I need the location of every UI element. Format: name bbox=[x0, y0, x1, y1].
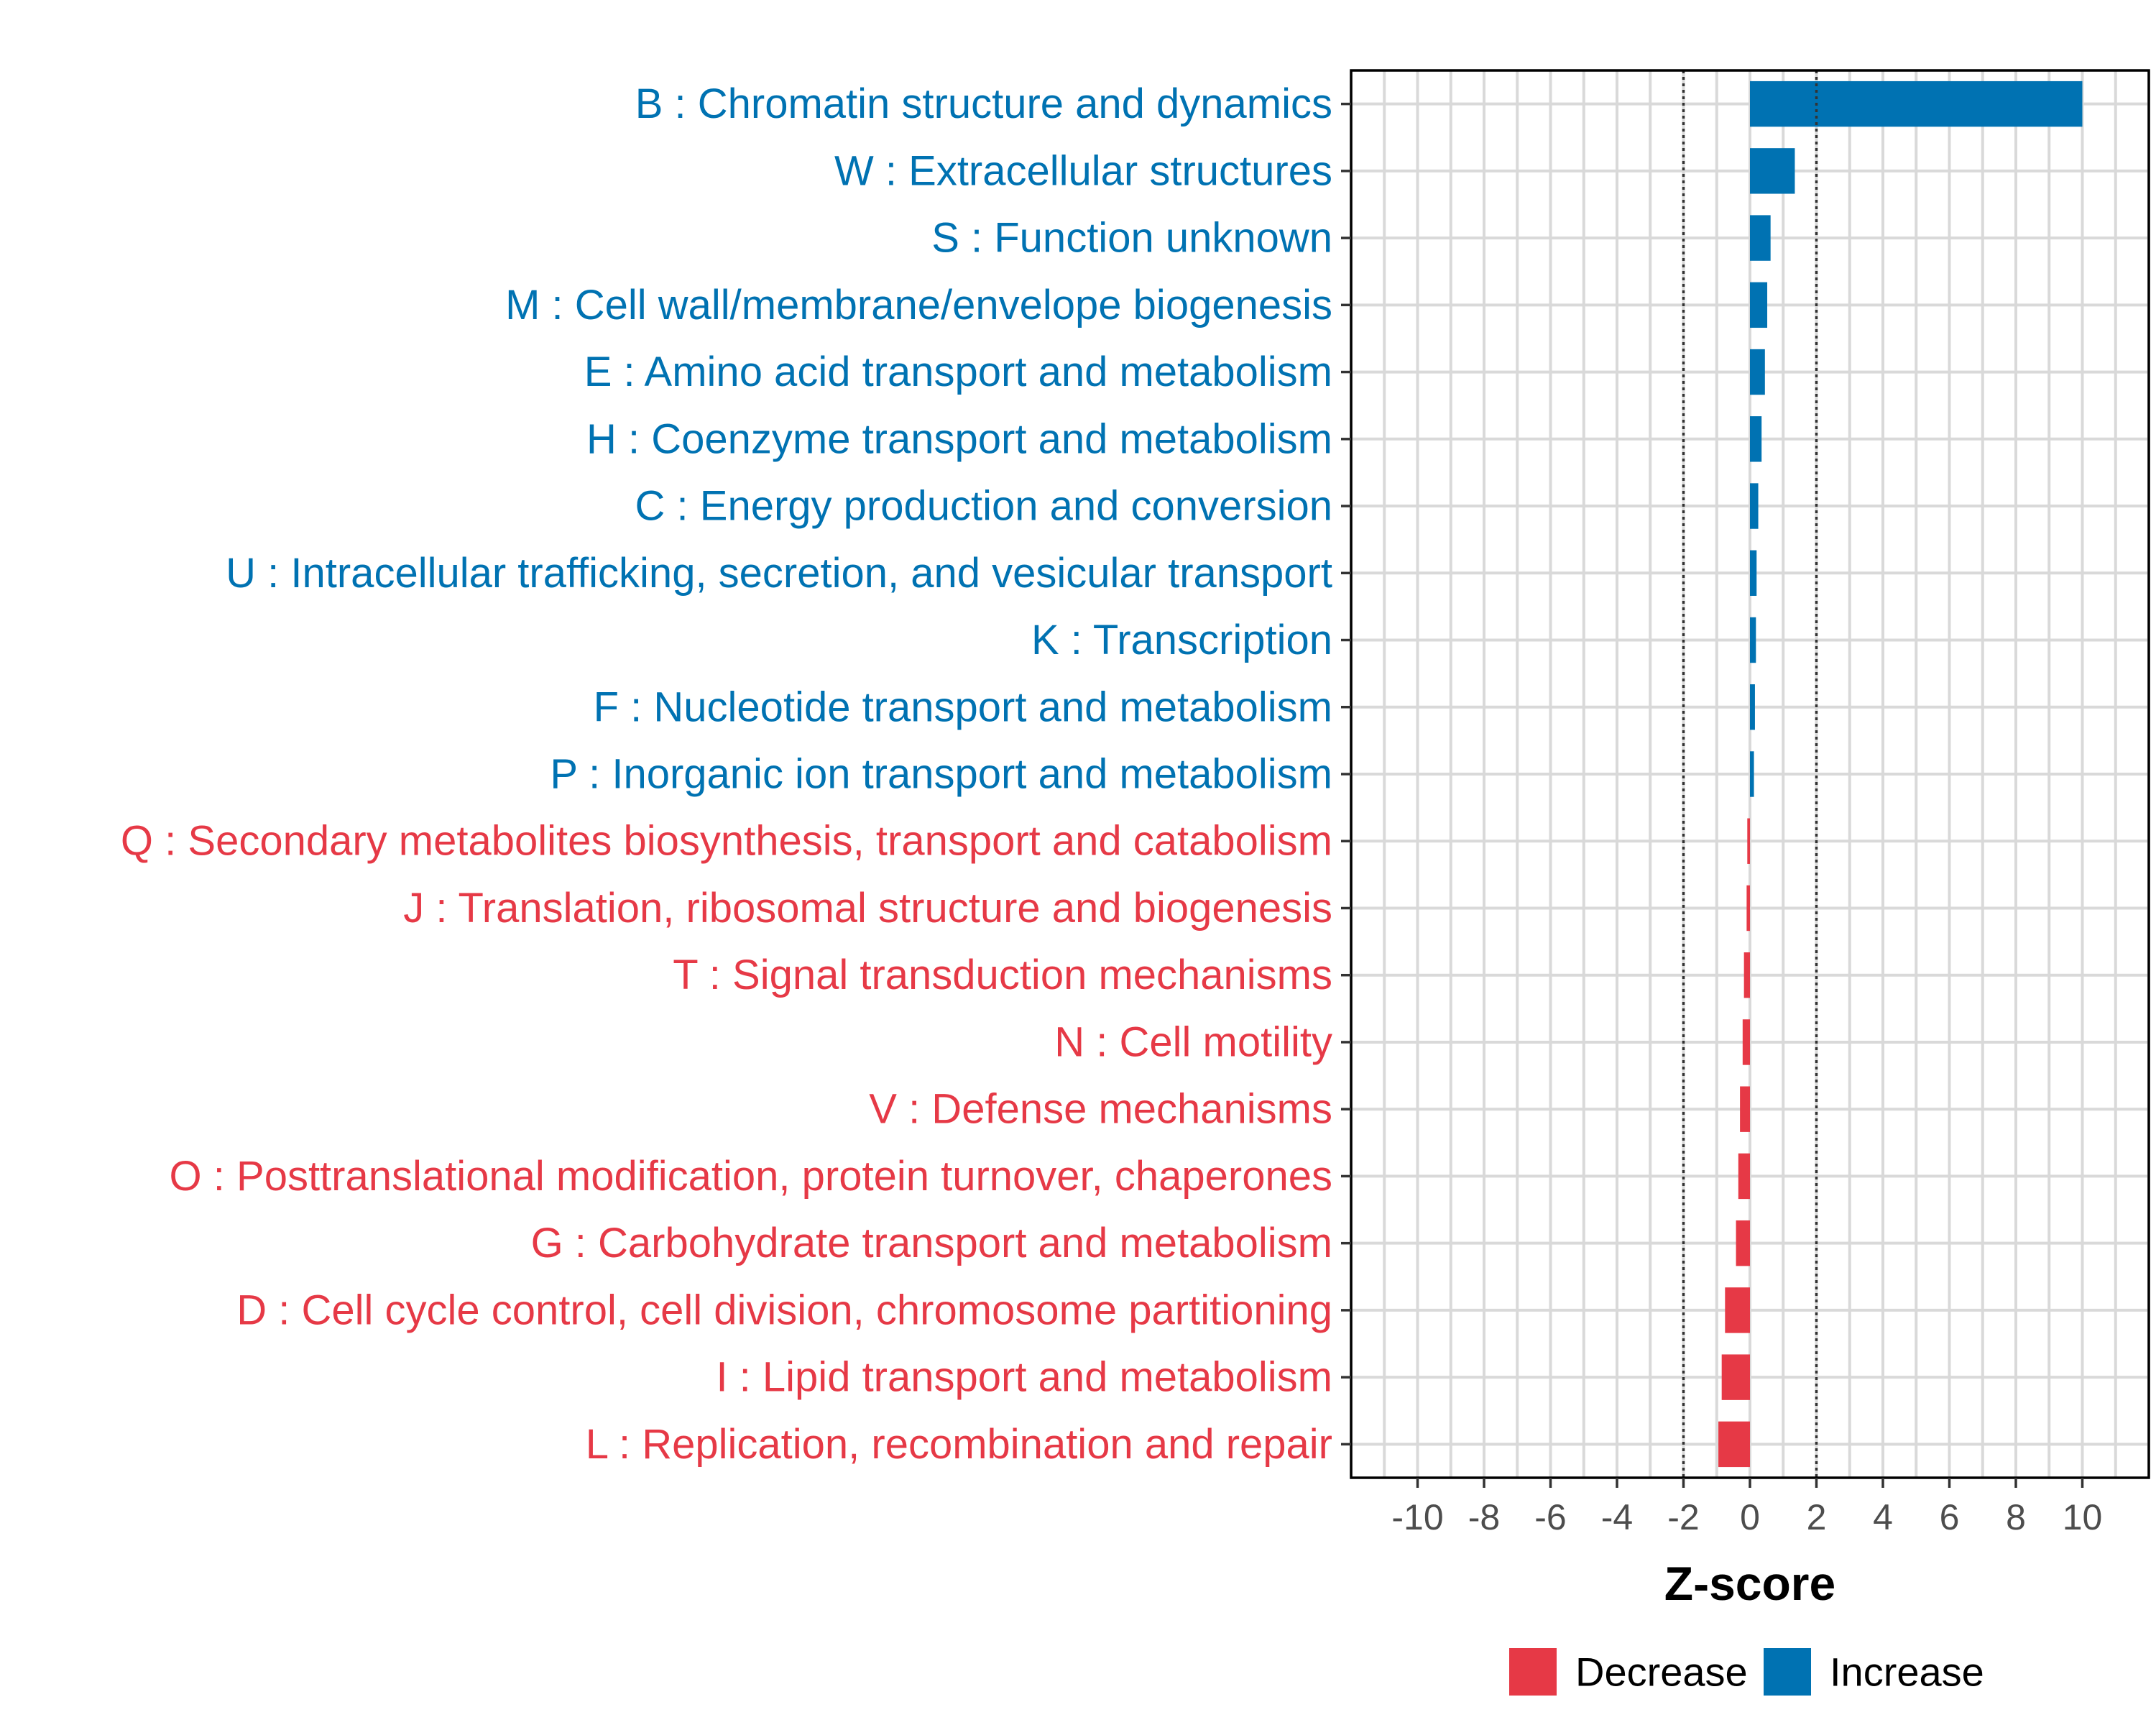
y-tick-label: N : Cell motility bbox=[1054, 1018, 1332, 1065]
x-tick-label: 8 bbox=[2006, 1497, 2026, 1537]
x-tick-label: -4 bbox=[1601, 1497, 1633, 1537]
x-tick-label: -2 bbox=[1667, 1497, 1699, 1537]
bar bbox=[1746, 885, 1750, 932]
x-tick-label: -6 bbox=[1534, 1497, 1566, 1537]
bar bbox=[1750, 617, 1756, 663]
bar bbox=[1750, 349, 1765, 395]
y-tick-label: M : Cell wall/membrane/envelope biogenes… bbox=[505, 282, 1332, 328]
y-tick-label: D : Cell cycle control, cell division, c… bbox=[236, 1287, 1332, 1333]
y-tick-label: E : Amino acid transport and metabolism bbox=[584, 349, 1332, 395]
legend-key bbox=[1764, 1648, 1811, 1696]
x-tick-label: -8 bbox=[1468, 1497, 1500, 1537]
y-tick-label: K : Transcription bbox=[1031, 617, 1332, 663]
y-tick-label: W : Extracellular structures bbox=[834, 147, 1332, 194]
y-tick-label: S : Function unknown bbox=[931, 215, 1332, 262]
y-tick-label: B : Chromatin structure and dynamics bbox=[635, 80, 1332, 127]
legend-label: Decrease bbox=[1575, 1650, 1748, 1695]
bar bbox=[1718, 1421, 1750, 1468]
bar bbox=[1721, 1354, 1750, 1400]
bar bbox=[1750, 550, 1757, 596]
bar bbox=[1750, 751, 1754, 797]
bar bbox=[1742, 1019, 1750, 1065]
legend-key bbox=[1509, 1648, 1557, 1696]
y-tick-label: F : Nucleotide transport and metabolism bbox=[594, 684, 1332, 730]
bar bbox=[1747, 818, 1750, 864]
y-tick-label: I : Lipid transport and metabolism bbox=[716, 1354, 1332, 1401]
y-tick-label: L : Replication, recombination and repai… bbox=[586, 1421, 1332, 1468]
x-tick-label: -10 bbox=[1391, 1497, 1443, 1537]
bar bbox=[1750, 148, 1795, 194]
bar bbox=[1750, 80, 2083, 127]
legend-label: Increase bbox=[1830, 1650, 1984, 1695]
x-tick-label: 0 bbox=[1740, 1497, 1760, 1537]
bar bbox=[1750, 416, 1762, 462]
y-tick-label: Q : Secondary metabolites biosynthesis, … bbox=[121, 818, 1332, 865]
x-tick-label: 4 bbox=[1873, 1497, 1893, 1537]
bar bbox=[1750, 483, 1759, 529]
bar bbox=[1738, 1153, 1750, 1200]
x-tick-label: 10 bbox=[2063, 1497, 2103, 1537]
x-axis-title: Z-score bbox=[1664, 1557, 1835, 1610]
y-tick-label: V : Defense mechanisms bbox=[869, 1086, 1332, 1133]
y-tick-label: H : Coenzyme transport and metabolism bbox=[586, 415, 1332, 462]
bar bbox=[1740, 1086, 1750, 1132]
y-tick-label: J : Translation, ribosomal structure and… bbox=[403, 885, 1332, 932]
y-tick-label: T : Signal transduction mechanisms bbox=[673, 952, 1332, 998]
bar bbox=[1743, 952, 1750, 998]
y-tick-label: O : Posttranslational modification, prot… bbox=[170, 1153, 1332, 1200]
x-tick-label: 6 bbox=[1940, 1497, 1960, 1537]
x-tick-label: 2 bbox=[1807, 1497, 1827, 1537]
y-tick-label: C : Energy production and conversion bbox=[635, 483, 1332, 530]
bar bbox=[1750, 282, 1768, 328]
bar bbox=[1750, 684, 1755, 730]
y-tick-label: U : Intracellular trafficking, secretion… bbox=[226, 550, 1332, 597]
bar bbox=[1736, 1220, 1750, 1266]
bar bbox=[1725, 1287, 1750, 1333]
bar bbox=[1750, 215, 1771, 261]
y-tick-label: P : Inorganic ion transport and metaboli… bbox=[550, 751, 1332, 798]
y-tick-label: G : Carbohydrate transport and metabolis… bbox=[531, 1220, 1332, 1266]
